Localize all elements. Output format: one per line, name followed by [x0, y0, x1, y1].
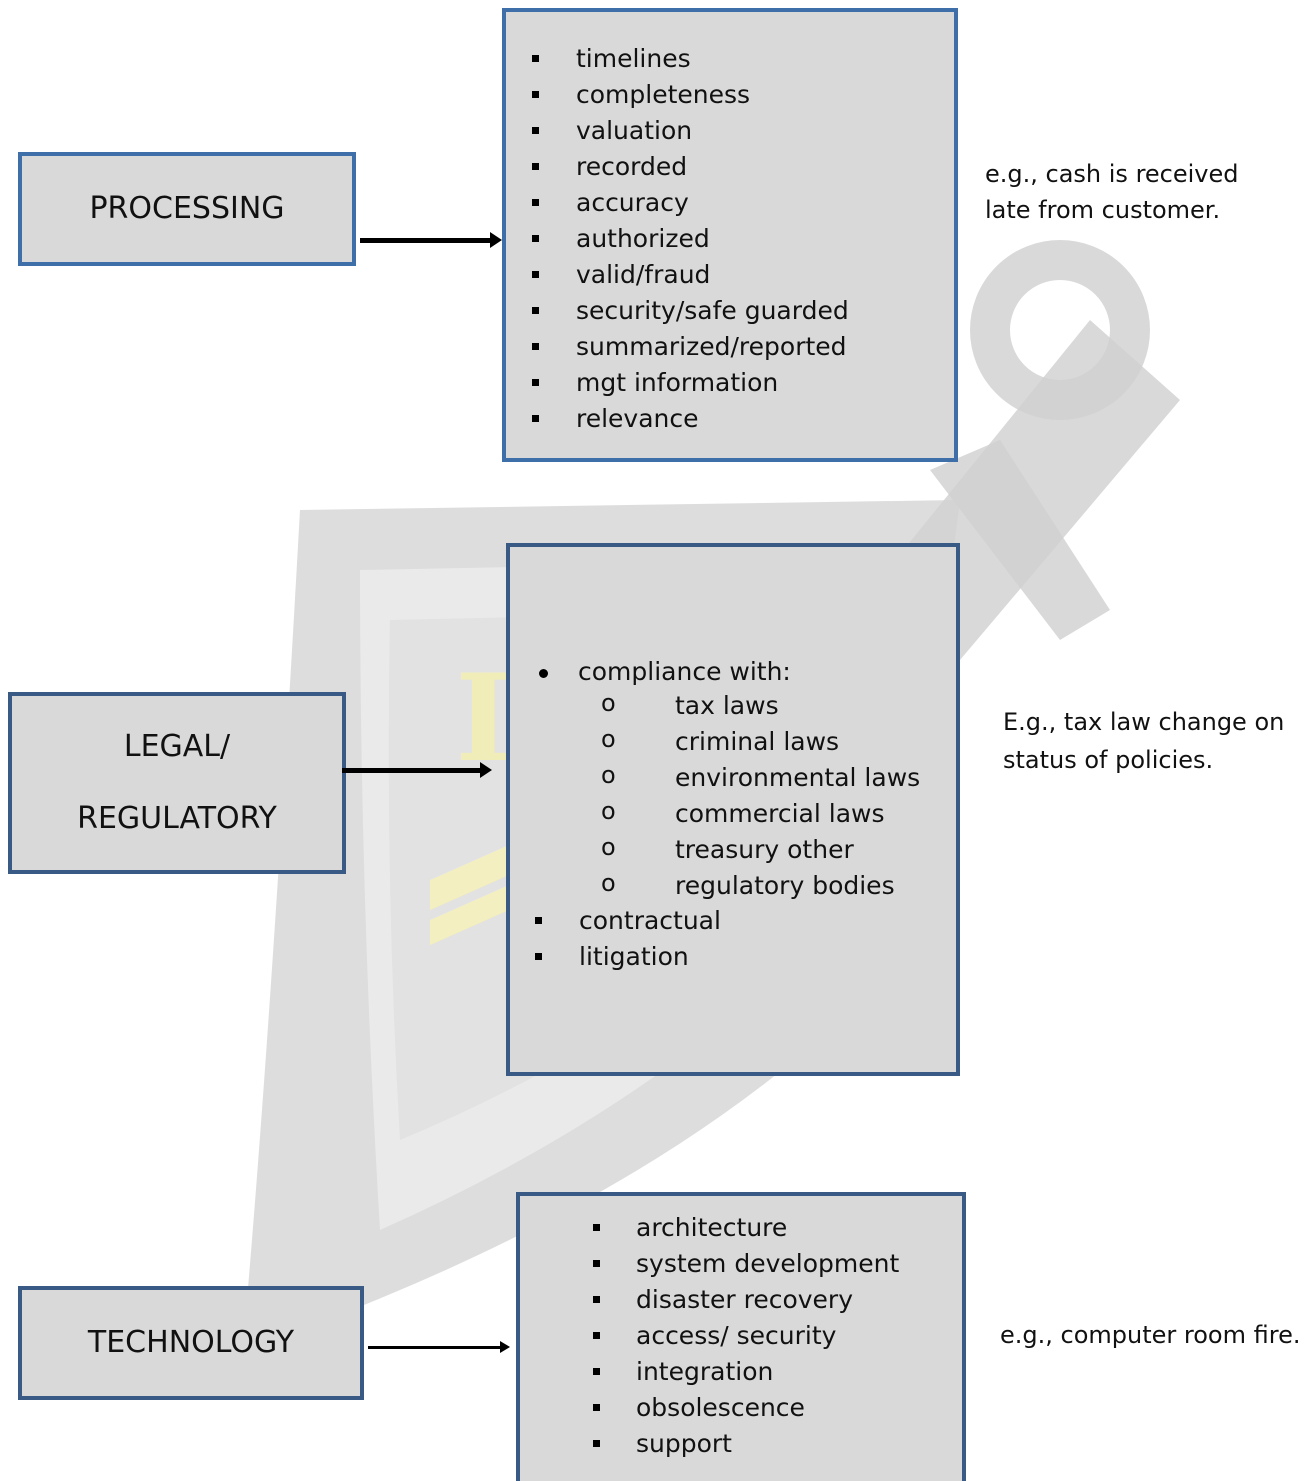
technology-note: e.g., computer room fire. — [1000, 1321, 1301, 1349]
list-item: accuracy — [576, 188, 689, 217]
list-item: tax laws — [675, 691, 779, 720]
list-item: regulatory bodies — [675, 871, 895, 900]
bullet-square-icon — [532, 199, 539, 206]
list-item: contractual — [579, 906, 721, 935]
list-item: obsolescence — [636, 1393, 805, 1422]
list-item: litigation — [579, 942, 689, 971]
list-item: security/safe guarded — [576, 296, 849, 325]
legal-label-line-2: REGULATORY — [77, 801, 277, 836]
bullet-square-icon — [593, 1332, 600, 1339]
bullet-circle-icon: o — [601, 797, 616, 825]
technology-label-box: TECHNOLOGY — [18, 1286, 364, 1400]
bullet-square-icon — [593, 1296, 600, 1303]
bullet-square-icon — [532, 379, 539, 386]
legal-arrow — [342, 762, 492, 778]
technology-arrow — [368, 1341, 510, 1353]
bullet-square-icon — [532, 163, 539, 170]
list-item: criminal laws — [675, 727, 840, 756]
bullet-square-icon — [532, 271, 539, 278]
bullet-square-icon — [535, 917, 542, 924]
bullet-circle-icon: o — [601, 725, 616, 753]
legal-label-box: LEGAL/ REGULATORY — [8, 692, 346, 874]
processing-note-line-2: late from customer. — [985, 196, 1221, 224]
legal-note-line-2: status of policies. — [1003, 746, 1214, 774]
list-item: disaster recovery — [636, 1285, 853, 1314]
list-item: treasury other — [675, 835, 854, 864]
bullet-square-icon — [593, 1260, 600, 1267]
processing-note-line-1: e.g., cash is received — [985, 160, 1239, 188]
bullet-square-icon — [532, 127, 539, 134]
bullet-square-icon — [532, 307, 539, 314]
bullet-square-icon — [532, 415, 539, 422]
bullet-square-icon — [532, 55, 539, 62]
list-item: relevance — [576, 404, 699, 433]
list-item: commercial laws — [675, 799, 885, 828]
technology-label: TECHNOLOGY — [87, 1325, 295, 1360]
list-item: completeness — [576, 80, 751, 109]
bullet-circle-icon: o — [601, 869, 616, 897]
legal-items-box: compliance with: o tax laws o criminal laws… — [506, 543, 960, 1076]
list-item: system development — [636, 1249, 900, 1278]
processing-arrow — [360, 232, 502, 248]
list-item: access/ security — [636, 1321, 837, 1350]
bullet-square-icon — [532, 91, 539, 98]
processing-label: PROCESSING — [89, 191, 285, 226]
list-item: recorded — [576, 152, 688, 181]
list-item: integration — [636, 1357, 774, 1386]
list-item: summarized/reported — [576, 332, 847, 361]
list-item: timelines — [576, 44, 691, 73]
list-item: support — [636, 1429, 732, 1458]
bullet-circle-icon: o — [601, 833, 616, 861]
processing-items-box: timelines completeness valuation recorded ac… — [502, 8, 958, 462]
list-item: architecture — [636, 1213, 788, 1242]
bullet-square-icon — [535, 953, 542, 960]
bullet-square-icon — [593, 1404, 600, 1411]
list-item: mgt information — [576, 368, 779, 397]
bullet-circle-icon: o — [601, 761, 616, 789]
processing-label-box: PROCESSING — [18, 152, 356, 266]
list-item: authorized — [576, 224, 710, 253]
bullet-square-icon — [593, 1368, 600, 1375]
legal-note-line-1: E.g., tax law change on — [1003, 708, 1285, 736]
bullet-square-icon — [532, 343, 539, 350]
bullet-circle-icon: o — [601, 689, 616, 717]
bullet-square-icon — [593, 1224, 600, 1231]
list-item: valuation — [576, 116, 693, 145]
bullet-square-icon — [532, 235, 539, 242]
compliance-heading: compliance with: — [578, 657, 791, 686]
list-item: valid/fraud — [576, 260, 711, 289]
list-item: environmental laws — [675, 763, 921, 792]
bullet-square-icon — [593, 1440, 600, 1447]
bullet-dot-icon — [539, 669, 548, 678]
legal-label-line-1: LEGAL/ — [123, 729, 231, 764]
technology-items-box: architecture system development disaster r… — [516, 1192, 966, 1481]
